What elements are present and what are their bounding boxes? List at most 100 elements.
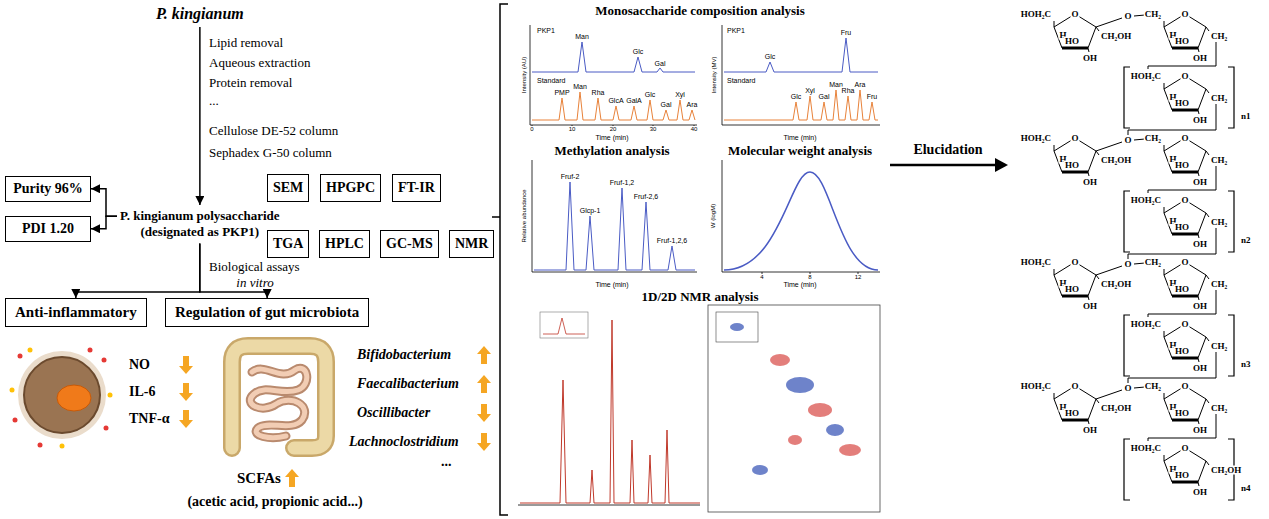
chemical-label: HO (1174, 161, 1190, 170)
bond-line (1228, 67, 1234, 128)
chemical-label: CH₂ (1144, 382, 1162, 391)
chemical-label: CH₂ (1210, 404, 1228, 413)
text-label: Glc (764, 53, 777, 60)
chemical-label: O (1180, 196, 1189, 205)
macrophage-cell (13, 418, 18, 423)
bond-line (1096, 266, 1122, 275)
text-label: Lipid removal (208, 36, 284, 49)
chemical-label: O (1180, 382, 1189, 391)
chemical-label: CH₂ (1144, 10, 1162, 19)
text-label: Relative abundance (521, 188, 527, 243)
level-arrow (477, 346, 491, 364)
text-label: Aqueous extraction (208, 56, 311, 69)
bond-line (1198, 296, 1199, 300)
bond-line (1198, 172, 1199, 176)
node-text: NMR (455, 235, 488, 253)
bond-line (1164, 145, 1165, 151)
chemical-label: CH₂ (1144, 258, 1162, 267)
node-text: P. kingianum (156, 4, 244, 24)
bond-line (1172, 171, 1198, 174)
level-arrow (477, 375, 491, 393)
chemical-label: CH₂OH (1100, 32, 1132, 41)
chemical-label: CH₂ (1144, 134, 1162, 143)
text-label: (acetic acid, propionic acid...) (186, 495, 363, 509)
bond-line (1088, 48, 1089, 52)
chemical-label: O (1180, 10, 1189, 19)
chemical-label: HO (1174, 37, 1190, 46)
text-label: 4 (759, 274, 764, 280)
bond-line (1096, 390, 1122, 399)
elucidation-arrow (890, 158, 1008, 172)
flow-arrow (76, 244, 200, 299)
text-label: Rha (591, 89, 606, 96)
bond-line (1206, 275, 1209, 279)
bond-line (1148, 290, 1216, 317)
chemical-label: HOH₂C (1130, 196, 1162, 205)
bond-line (1164, 83, 1165, 89)
hsqc-spectrum (826, 424, 844, 436)
bond-line (1088, 420, 1089, 424)
chemical-label: O (1070, 258, 1079, 267)
text-label: Glc (644, 91, 657, 98)
nmr-spectrum (543, 318, 585, 334)
text-label: Fru (840, 29, 853, 36)
gut-illustration (250, 368, 306, 437)
text-label: 8 (807, 274, 812, 280)
bond-line (1096, 18, 1122, 27)
text-label: Elucidation (912, 143, 983, 157)
level-arrow (285, 469, 299, 487)
bond-line (1128, 104, 1216, 135)
method-box: HPGPC (320, 174, 381, 202)
method-box: FT-IR (392, 174, 441, 202)
text-label: 0 (529, 126, 534, 132)
gut-illustration (250, 368, 306, 437)
node-text: FT-IR (398, 179, 435, 197)
chemical-label: OH (1192, 240, 1208, 249)
bond-line (1088, 172, 1089, 176)
text-label: Standard (536, 77, 566, 84)
bond-line (1062, 47, 1088, 50)
text-label: Intensity (AU) (521, 56, 527, 94)
chemical-label: HO (1174, 471, 1190, 480)
node-text: (designated as PKP1) (141, 224, 259, 240)
text-label: 30 (649, 126, 658, 132)
bond-line (1062, 171, 1088, 174)
text-label: 10 (568, 126, 577, 132)
text-label: Man (574, 33, 590, 40)
elucidation-arrow (890, 164, 996, 167)
gc-ms-chart (532, 160, 697, 272)
elucidation-arrow (995, 158, 1008, 172)
macrophage-cell (24, 357, 100, 433)
macrophage-cell (57, 385, 91, 411)
text-label: Time (min) (782, 134, 817, 141)
macrophage-cell (88, 348, 93, 353)
chemical-label: HO (1174, 223, 1190, 232)
bond-line (1128, 228, 1216, 259)
bond-line (1198, 110, 1199, 114)
chemical-label: O (1070, 10, 1079, 19)
bond-line (1172, 481, 1198, 484)
hsqc-spectrum (752, 465, 768, 475)
chemical-label: HOH₂C (1130, 444, 1162, 453)
chemical-structure (1054, 14, 1234, 500)
text-label: ... (208, 94, 220, 107)
bond-line (1148, 414, 1216, 441)
bond-line (1062, 295, 1088, 298)
chemical-label: OH (1082, 302, 1098, 311)
flow-arrow (91, 189, 117, 216)
chemical-label: HO (1064, 161, 1080, 170)
text-label: Intensity (MV) (711, 55, 717, 94)
text-label: Time (min) (594, 281, 629, 288)
molecular-weight-chart (724, 172, 878, 270)
bond-line (1198, 234, 1199, 238)
bond-line (1228, 191, 1234, 252)
bond-line (1206, 337, 1209, 341)
chromatogram-chart (530, 25, 697, 125)
assay-box: Regulation of gut microbiota (165, 298, 369, 327)
chemical-label: HO (1174, 285, 1190, 294)
text-label: ... (440, 455, 453, 469)
text-label: Glc (632, 48, 645, 55)
method-box: TGA (267, 230, 309, 258)
text-label: Glc (790, 93, 803, 100)
text-label: GalA (625, 97, 643, 104)
